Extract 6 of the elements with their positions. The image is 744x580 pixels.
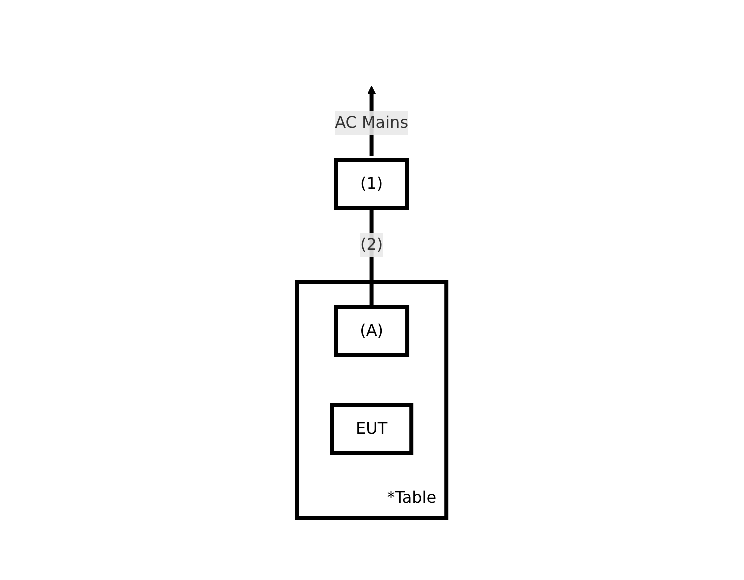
connector [370, 208, 374, 307]
node-box: EUT [330, 403, 414, 455]
node-box: (1) [334, 158, 410, 210]
node-box: (A) [334, 305, 410, 357]
edge-label: AC Mains [335, 113, 409, 132]
edge-label: (2) [360, 235, 384, 254]
